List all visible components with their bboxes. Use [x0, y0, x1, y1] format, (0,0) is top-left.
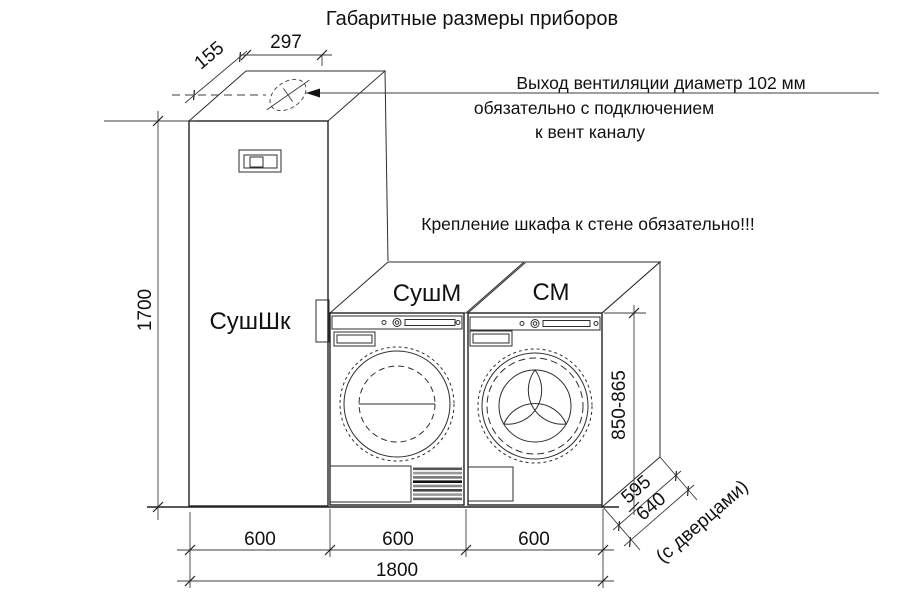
duct-connector	[315, 299, 330, 343]
dimension-155: 155	[184, 38, 248, 104]
dryer-button2-icon	[455, 320, 461, 325]
dryer-machine: СушМ	[328, 261, 526, 506]
washer-button-icon	[519, 321, 525, 326]
cabinet-panel-switch	[249, 156, 264, 168]
dim-with-doors-note: (с дверцами)	[652, 476, 752, 567]
drying-cabinet: СушШк	[187, 70, 389, 507]
washer-door-ring2	[486, 357, 584, 455]
vent-hole-cross	[283, 88, 293, 102]
dryer-front-face	[329, 312, 465, 506]
dim-850-865-value: 850-865	[609, 370, 630, 440]
dryer-kick-panel	[329, 465, 412, 503]
dim-600-washer: 600	[518, 529, 550, 550]
washer-front-face	[467, 312, 603, 506]
leader-arrow-icon	[306, 88, 320, 98]
washing-machine: СМ	[466, 260, 662, 509]
dimension-widths: 600 600 600 1800	[177, 509, 614, 588]
dim-600-dryer: 600	[382, 529, 414, 550]
cabinet-label: СушШк	[209, 308, 291, 335]
dim-155-value: 155	[191, 38, 229, 74]
cabinet-back-right-edge	[384, 70, 389, 262]
washer-display-slot	[542, 320, 591, 327]
diagram-title: Габаритные размеры приборов	[326, 8, 618, 30]
washer-service-hatch	[467, 466, 514, 502]
dimension-850-865: 850-865	[604, 305, 646, 515]
cabinet-panel	[238, 149, 282, 173]
washer-door-outer	[477, 348, 593, 464]
washer-knob-center	[532, 321, 538, 326]
dim-600-cabinet: 600	[244, 529, 276, 550]
dim-297-value: 297	[270, 32, 302, 53]
vent-note-line2: обязательно с подключением	[474, 98, 714, 118]
dryer-drawer	[333, 331, 376, 347]
washer-drawer-inner	[472, 333, 510, 344]
dryer-vent-grille-icon	[413, 467, 462, 501]
dimension-depth: 595 640 (с дверцами)	[602, 456, 753, 567]
cabinet-front-face	[188, 120, 329, 507]
dimension-1700: 1700	[104, 111, 196, 520]
dryer-door-ring	[343, 350, 451, 458]
vent-note-line1: Выход вентиляции диаметр 102 мм	[516, 73, 805, 93]
dryer-button-icon	[381, 320, 387, 325]
washer-knob-icon	[530, 319, 540, 328]
vent-annotation: Выход вентиляции диаметр 102 мм обязател…	[172, 73, 879, 142]
washer-control-panel	[469, 316, 601, 331]
dryer-control-panel	[331, 315, 463, 330]
washer-door-lobes-icon	[503, 369, 567, 425]
washer-label: СМ	[532, 279, 569, 306]
washer-door-glass	[498, 369, 572, 443]
dryer-knob-icon	[392, 318, 402, 327]
dimension-297: 297	[240, 32, 332, 66]
dryer-drawer-inner	[336, 334, 373, 344]
dryer-door-outer	[339, 346, 455, 462]
washer-button2-icon	[593, 321, 599, 326]
dryer-knob-center	[394, 320, 400, 325]
dryer-label: СушМ	[393, 280, 462, 307]
dim-1800-value: 1800	[376, 560, 418, 581]
washer-drawer	[469, 330, 513, 347]
cabinet-panel-inner	[243, 154, 278, 169]
washer-door-ring	[481, 352, 589, 460]
dryer-display-slot	[404, 319, 456, 326]
wall-mount-note: Крепление шкафа к стене обязательно!!!	[421, 214, 755, 234]
dim-1700-value: 1700	[135, 289, 156, 331]
vent-note-line3: к вент каналу	[535, 122, 645, 142]
